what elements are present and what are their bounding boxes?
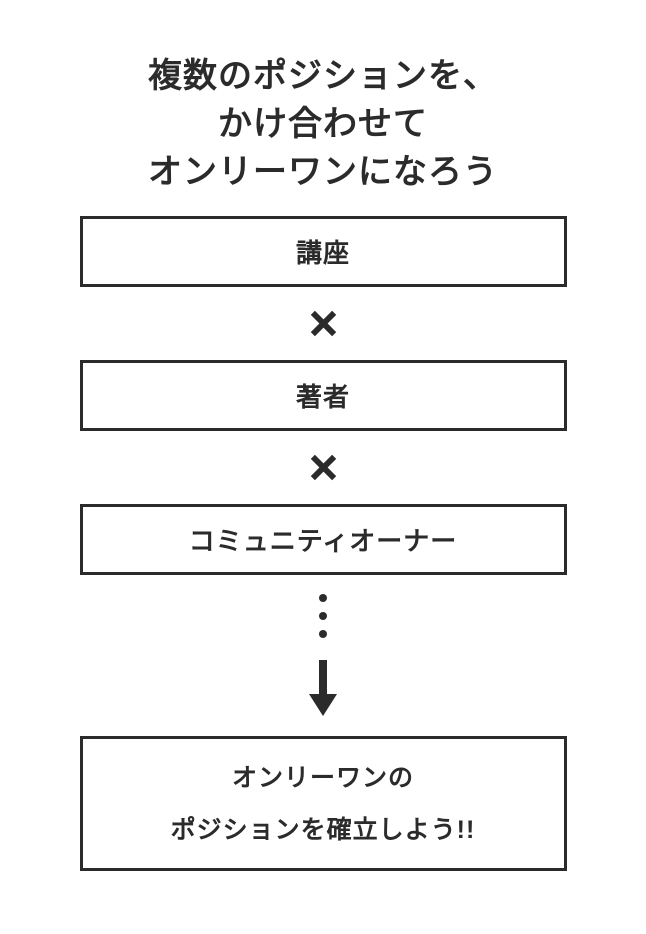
title-line-3: オンリーワンになろう	[148, 153, 498, 191]
vertical-ellipsis-icon	[319, 594, 327, 638]
flow-box-course-label: 講座	[295, 238, 350, 268]
title-line-2: かけ合わせて	[218, 105, 428, 143]
flow-box-author: 著者	[79, 360, 567, 431]
ellipsis-dot	[319, 594, 327, 602]
flow-box-community-owner-label: コミュニティオーナー	[188, 526, 458, 556]
connector-section	[80, 575, 567, 736]
multiply-separator-2	[80, 431, 567, 504]
flow-box-community-owner: コミュニティオーナー	[79, 504, 567, 575]
multiply-separator-1	[80, 287, 567, 360]
ellipsis-dot	[319, 630, 327, 638]
down-arrow-icon	[309, 660, 337, 716]
page-title: 複数のポジションを、 かけ合わせて オンリーワンになろう	[0, 0, 646, 196]
result-box-line-1: オンリーワンの	[231, 763, 414, 792]
flow-box-author-label: 著者	[295, 382, 350, 412]
flow-box-course: 講座	[79, 216, 567, 287]
multiply-icon	[310, 310, 336, 337]
ellipsis-dot	[319, 612, 327, 620]
flow-diagram: 講座 著者 コミュニティオーナー	[79, 216, 567, 871]
title-line-1: 複数のポジションを、	[148, 57, 498, 95]
result-box-line-2: ポジションを確立しよう!!	[170, 815, 476, 844]
result-box: オンリーワンの ポジションを確立しよう!!	[79, 736, 567, 871]
multiply-icon	[310, 454, 336, 481]
